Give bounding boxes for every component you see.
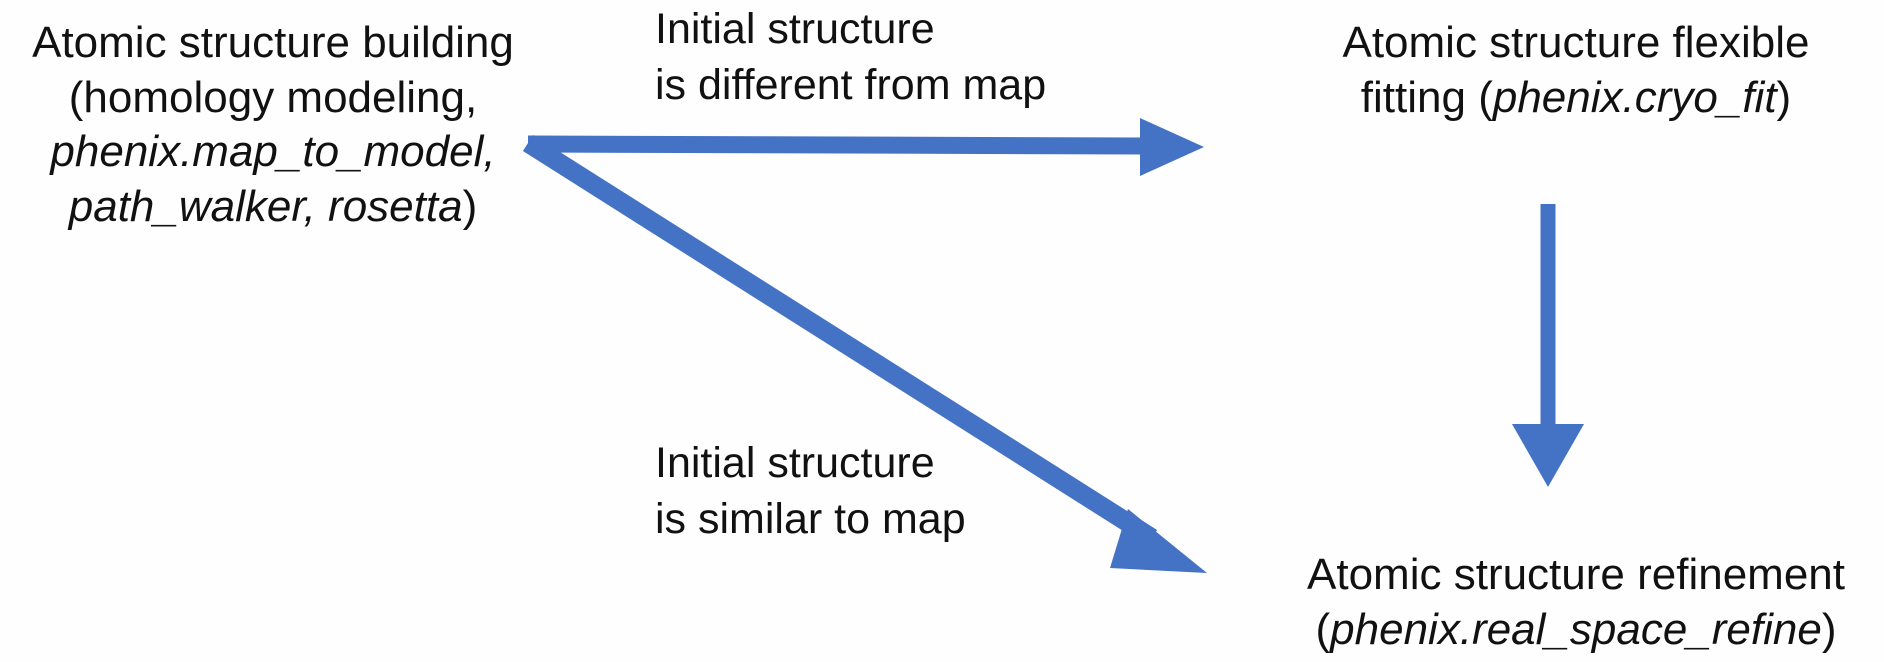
node-fitting-tool-cryo-fit: phenix.cryo_fit xyxy=(1492,72,1777,122)
node-building-line-4-paren: ) xyxy=(462,181,478,231)
node-refinement-line-2: (phenix.real_space_refine) xyxy=(1272,603,1880,658)
node-fitting-line-2-head: fitting ( xyxy=(1360,72,1493,122)
node-building-line-2: (homology modeling, xyxy=(68,72,478,122)
arrow-building-to-fitting xyxy=(527,118,1204,176)
node-building-line-4: path_walker, rosetta) xyxy=(8,180,538,235)
node-refinement-line-2-tail: ) xyxy=(1821,604,1837,654)
edge-label-similar-line-2: is similar to map xyxy=(655,494,966,543)
node-building-line-3: phenix.map_to_model, xyxy=(8,125,538,180)
edge-label-initial-structure-is-similar-to-map: Initial structure is similar to map xyxy=(655,436,966,548)
edge-label-similar-line-1: Initial structure xyxy=(655,439,935,487)
arrow-fitting-to-refinement xyxy=(1512,204,1584,487)
node-atomic-structure-building: Atomic structure building (homology mode… xyxy=(8,16,538,234)
node-building-tool-path-walker-rosetta: path_walker, rosetta xyxy=(68,181,463,231)
node-fitting-line-2-tail: ) xyxy=(1776,72,1792,122)
node-refinement-line-2-head: ( xyxy=(1315,604,1331,654)
edge-label-initial-structure-is-different-from-map: Initial structure is different from map xyxy=(655,2,1046,114)
node-refinement-line-1: Atomic structure refinement xyxy=(1307,550,1845,599)
node-atomic-structure-flexible-fitting: Atomic structure flexible fitting (pheni… xyxy=(1312,16,1840,125)
edge-label-different-line-2: is different from map xyxy=(655,60,1047,109)
node-refinement-tool-real-space-refine: phenix.real_space_refine xyxy=(1330,604,1822,654)
node-fitting-line-2: fitting (phenix.cryo_fit) xyxy=(1312,71,1840,126)
node-fitting-line-1: Atomic structure flexible xyxy=(1342,18,1810,67)
node-building-tool-map-to-model: phenix.map_to_model, xyxy=(50,127,496,177)
node-building-line-1: Atomic structure building xyxy=(32,18,514,67)
edge-label-different-line-1: Initial structure xyxy=(655,5,935,53)
node-atomic-structure-refinement: Atomic structure refinement (phenix.real… xyxy=(1272,548,1880,657)
